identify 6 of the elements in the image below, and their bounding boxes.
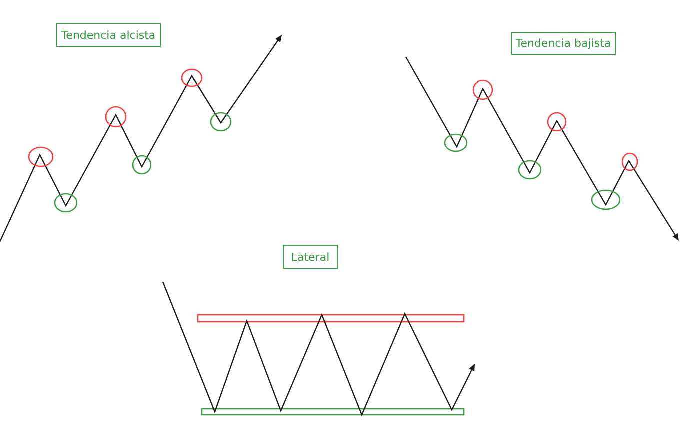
title-box [511, 32, 616, 55]
title-box [283, 245, 338, 269]
panel-title: Lateral [291, 250, 330, 264]
title-box [56, 23, 161, 47]
panel-title: Tendencia alcista [61, 28, 156, 42]
panel-title: Tendencia bajista [516, 37, 612, 50]
